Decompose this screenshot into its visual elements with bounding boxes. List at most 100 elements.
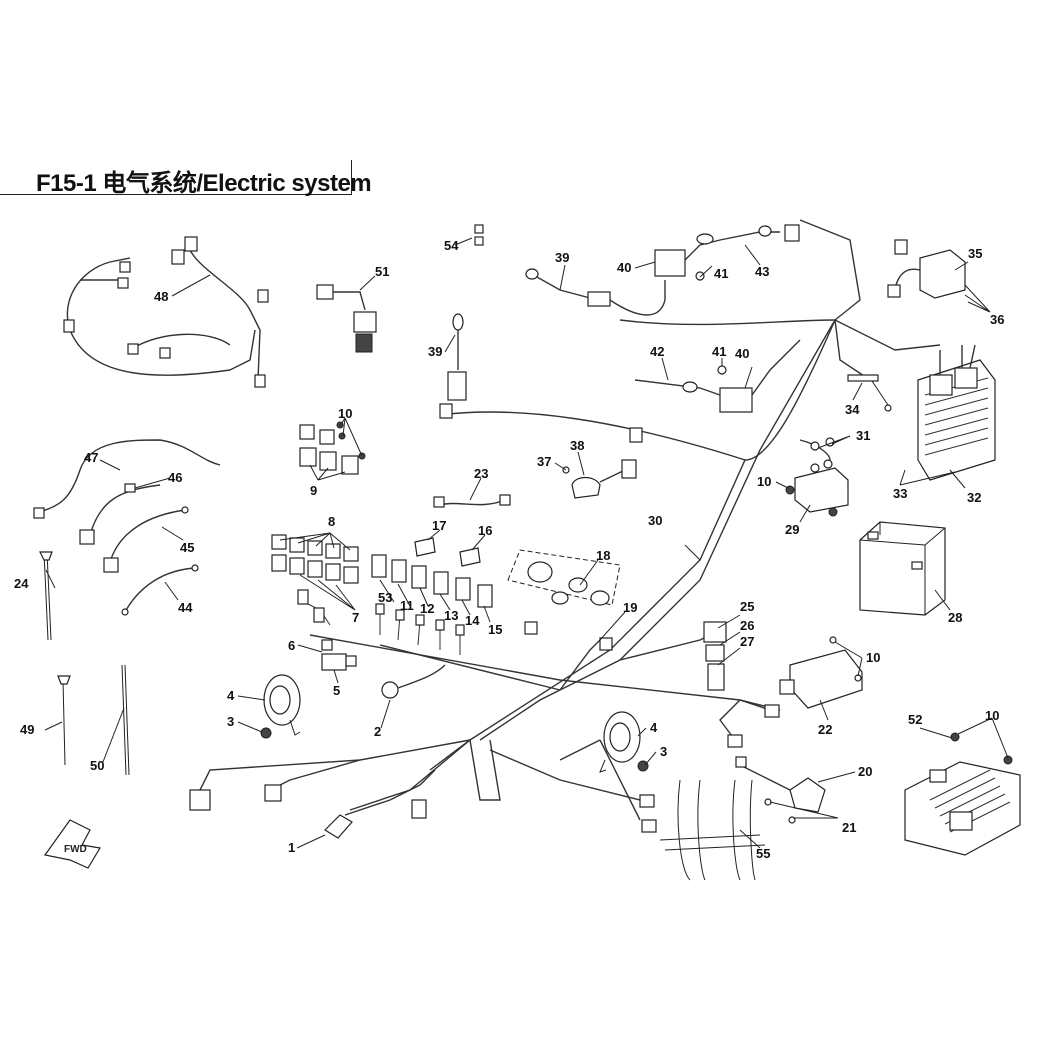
connector-25-27	[703, 621, 727, 691]
callout-5: 5	[333, 683, 340, 698]
callout-23: 23	[474, 466, 488, 481]
callout-32: 32	[967, 490, 981, 505]
callout-10-relay29: 10	[757, 474, 771, 489]
callout-45: 45	[180, 540, 194, 555]
battery-28	[859, 521, 946, 616]
callout-30: 30	[648, 513, 662, 528]
cable-tie-50	[121, 664, 130, 776]
callout-41-right: 41	[712, 344, 726, 359]
callout-54: 54	[444, 238, 459, 253]
switch-17	[414, 537, 436, 557]
callout-15: 15	[488, 622, 502, 637]
callout-39-top: 39	[555, 250, 569, 265]
callout-21: 21	[842, 820, 856, 835]
callout-1: 1	[288, 840, 295, 855]
callout-14: 14	[465, 613, 480, 628]
callout-9: 9	[310, 483, 317, 498]
relays-8	[271, 534, 359, 584]
regulator-32	[917, 344, 996, 481]
fuse-holders-11-15	[371, 554, 493, 608]
cable-tie-49	[57, 675, 71, 766]
callout-53: 53	[378, 590, 392, 605]
callout-31: 31	[856, 428, 870, 443]
flasher-35	[887, 249, 966, 299]
sub-harness-48	[63, 236, 269, 388]
callout-35: 35	[968, 246, 982, 261]
wire-45	[103, 506, 189, 573]
fuse-34	[847, 374, 892, 412]
callout-19: 19	[623, 600, 637, 615]
speed-sensor-38	[562, 459, 637, 499]
callout-33: 33	[893, 486, 907, 501]
callout-20: 20	[858, 764, 872, 779]
cable-tie-24	[39, 551, 53, 641]
wire-46	[79, 483, 161, 545]
callout-52: 52	[908, 712, 922, 727]
oxygen-sensor-39-top	[525, 268, 666, 316]
sensor-51	[316, 284, 377, 353]
callout-17: 17	[432, 518, 446, 533]
callout-44: 44	[178, 600, 193, 615]
callout-18: 18	[596, 548, 610, 563]
callout-34: 34	[845, 402, 860, 417]
callout-11: 11	[400, 598, 414, 613]
callout-22: 22	[818, 722, 832, 737]
callout-10-controller: 10	[985, 708, 999, 723]
module-20	[735, 756, 826, 824]
nuts-31	[810, 437, 835, 451]
harness-connectors	[189, 224, 908, 833]
wire-44	[121, 564, 199, 616]
callout-27: 27	[740, 634, 754, 649]
callout-49: 49	[20, 722, 34, 737]
wire-23	[433, 494, 511, 508]
callout-50: 50	[90, 758, 104, 773]
callout-47: 47	[84, 450, 98, 465]
callout-12: 12	[420, 601, 434, 616]
clips-54	[474, 224, 484, 246]
ecu-22	[779, 636, 863, 709]
callout-36: 36	[990, 312, 1004, 327]
kit-18	[507, 549, 621, 606]
oxygen-sensor-39-left	[447, 313, 467, 401]
callout-40-top: 40	[617, 260, 631, 275]
callout-6: 6	[288, 638, 295, 653]
callout-29: 29	[785, 522, 799, 537]
strap-55	[659, 779, 766, 881]
callout-10-ecu: 10	[866, 650, 880, 665]
callout-2: 2	[374, 724, 381, 739]
switch-2	[381, 664, 446, 699]
callout-46: 46	[168, 470, 182, 485]
callout-24: 24	[14, 576, 29, 591]
title-frame	[0, 160, 352, 195]
controller-52	[904, 732, 1021, 856]
callout-25: 25	[740, 599, 754, 614]
oxygen-sensor-1	[324, 769, 436, 839]
callout-37: 37	[537, 454, 551, 469]
callout-55: 55	[756, 846, 770, 861]
callout-26: 26	[740, 618, 754, 633]
callout-39-left: 39	[428, 344, 442, 359]
callout-4-right: 4	[650, 720, 658, 735]
callout-10-relays: 10	[338, 406, 352, 421]
sensor-40-top	[654, 225, 780, 281]
branch-7	[297, 589, 465, 655]
callout-7: 7	[352, 610, 359, 625]
callout-48: 48	[154, 289, 168, 304]
fwd-label: FWD	[64, 844, 87, 855]
sensor-5	[321, 639, 357, 671]
callout-8: 8	[328, 514, 335, 529]
callout-4-left: 4	[227, 688, 235, 703]
horn-4-left	[260, 674, 301, 739]
callout-labels: 1 2 3 4 4 3 6 5 7 8 9 10 53 11 12 13 14 …	[14, 238, 1004, 861]
callout-51: 51	[375, 264, 389, 279]
relays-9	[299, 421, 366, 475]
callout-3-right: 3	[660, 744, 667, 759]
callout-16: 16	[478, 523, 492, 538]
callout-41-top: 41	[714, 266, 728, 281]
horn-4-right	[599, 711, 649, 773]
leader-lines	[44, 237, 1009, 849]
main-harness	[199, 219, 941, 821]
sensor-40-right	[634, 339, 801, 413]
callout-13: 13	[444, 608, 458, 623]
